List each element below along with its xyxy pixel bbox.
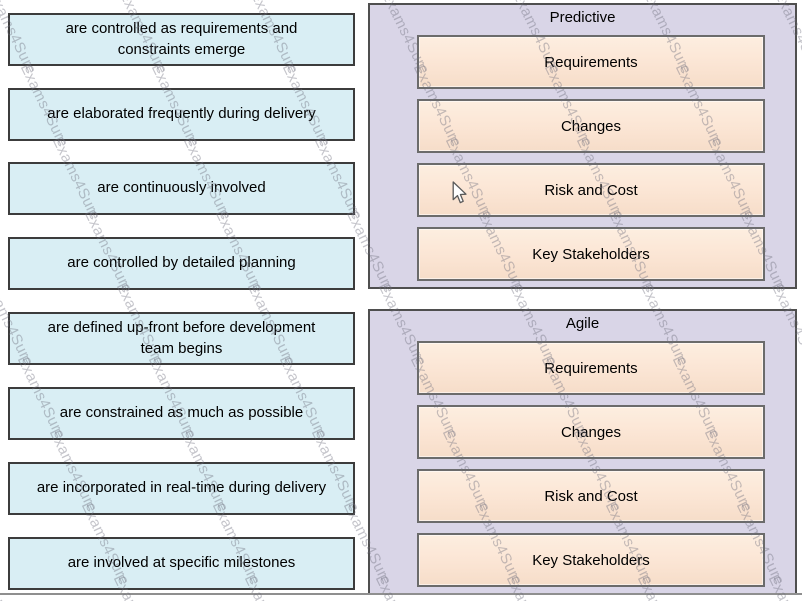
drop-slot-predictive-requirements[interactable]: Requirements xyxy=(417,35,765,89)
drop-slot-agile-risk-and-cost[interactable]: Risk and Cost xyxy=(417,469,765,523)
statement-text: are continuously involved xyxy=(97,179,266,197)
slot-label: Key Stakeholders xyxy=(532,245,650,263)
slot-label: Key Stakeholders xyxy=(532,551,650,569)
drop-slot-agile-requirements[interactable]: Requirements xyxy=(417,341,765,395)
divider-line xyxy=(0,593,802,595)
statement-text: are controlled by detailed planning xyxy=(67,254,296,272)
statement-text: are incorporated in real-time during del… xyxy=(36,479,327,497)
watermark-text: Exams4Sure xyxy=(0,0,8,4)
slot-label: Risk and Cost xyxy=(544,487,638,505)
statement-option-7[interactable]: are incorporated in real-time during del… xyxy=(8,462,355,515)
statement-option-5[interactable]: are defined up-front before development … xyxy=(8,312,355,365)
slot-label: Risk and Cost xyxy=(544,181,638,199)
watermark-text: Exams4Sure xyxy=(84,0,139,4)
drop-slot-predictive-key-stakeholders[interactable]: Key Stakeholders xyxy=(417,227,765,281)
statement-text: are elaborated frequently during deliver… xyxy=(47,105,316,123)
statement-text: are involved at specific milestones xyxy=(67,554,296,572)
panel-agile: Agile Requirements Changes Risk and Cost… xyxy=(368,309,797,595)
drop-slot-predictive-changes[interactable]: Changes xyxy=(417,99,765,153)
statement-text: are constrained as much as possible xyxy=(59,404,304,422)
statement-option-4[interactable]: are controlled by detailed planning xyxy=(8,237,355,290)
drop-slot-predictive-risk-and-cost[interactable]: Risk and Cost xyxy=(417,163,765,217)
slot-label: Changes xyxy=(560,423,622,441)
watermark-text: Exams4Sure xyxy=(215,0,270,4)
statement-text: are controlled as requirements and const… xyxy=(65,20,298,58)
statement-text: are defined up-front before development … xyxy=(47,319,316,357)
watermark-text: Exams4Sure xyxy=(0,499,2,588)
slot-label: Requirements xyxy=(544,359,638,377)
statement-option-1[interactable]: are controlled as requirements and const… xyxy=(8,13,355,66)
slot-label: Requirements xyxy=(544,53,638,71)
watermark-text: Exams4Sure xyxy=(0,207,5,297)
drop-slot-agile-changes[interactable]: Changes xyxy=(417,405,765,459)
drop-slot-agile-key-stakeholders[interactable]: Key Stakeholders xyxy=(417,533,765,587)
statement-option-8[interactable]: are involved at specific milestones xyxy=(8,537,355,590)
statement-option-6[interactable]: are constrained as much as possible xyxy=(8,387,355,440)
panel-title: Predictive xyxy=(549,9,616,26)
panel-title: Agile xyxy=(565,315,600,332)
panel-predictive: Predictive Requirements Changes Risk and… xyxy=(368,3,797,289)
statement-option-2[interactable]: are elaborated frequently during deliver… xyxy=(8,88,355,141)
slot-label: Changes xyxy=(560,117,622,135)
statement-option-3[interactable]: are continuously involved xyxy=(8,162,355,215)
